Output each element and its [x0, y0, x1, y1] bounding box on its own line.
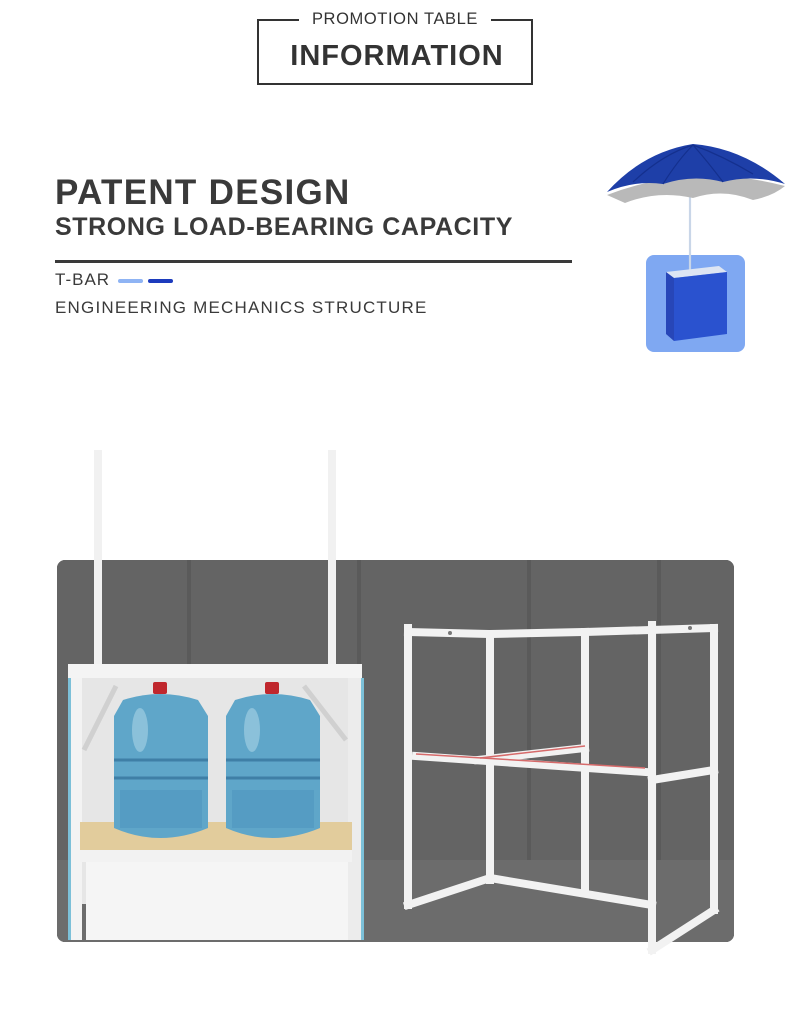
page-subtitle: STRONG LOAD-BEARING CAPACITY — [55, 213, 513, 241]
page-title: PATENT DESIGN — [55, 173, 351, 212]
umbrella-table-icon — [607, 144, 785, 352]
header-small-label: PROMOTION TABLE — [299, 8, 491, 30]
feature-label: T-BAR — [55, 270, 111, 289]
product-photo-panel — [57, 560, 734, 942]
table-side — [674, 272, 727, 341]
photo-background — [57, 560, 734, 942]
feature-description: ENGINEERING MECHANICS STRUCTURE — [55, 298, 428, 317]
table-front — [666, 272, 674, 341]
accent-line-light — [118, 279, 143, 283]
umbrella-canopy — [607, 144, 785, 192]
header-title: INFORMATION — [290, 40, 504, 72]
accent-line-dark — [148, 279, 173, 283]
table-top — [666, 266, 727, 278]
title-divider — [55, 260, 572, 263]
